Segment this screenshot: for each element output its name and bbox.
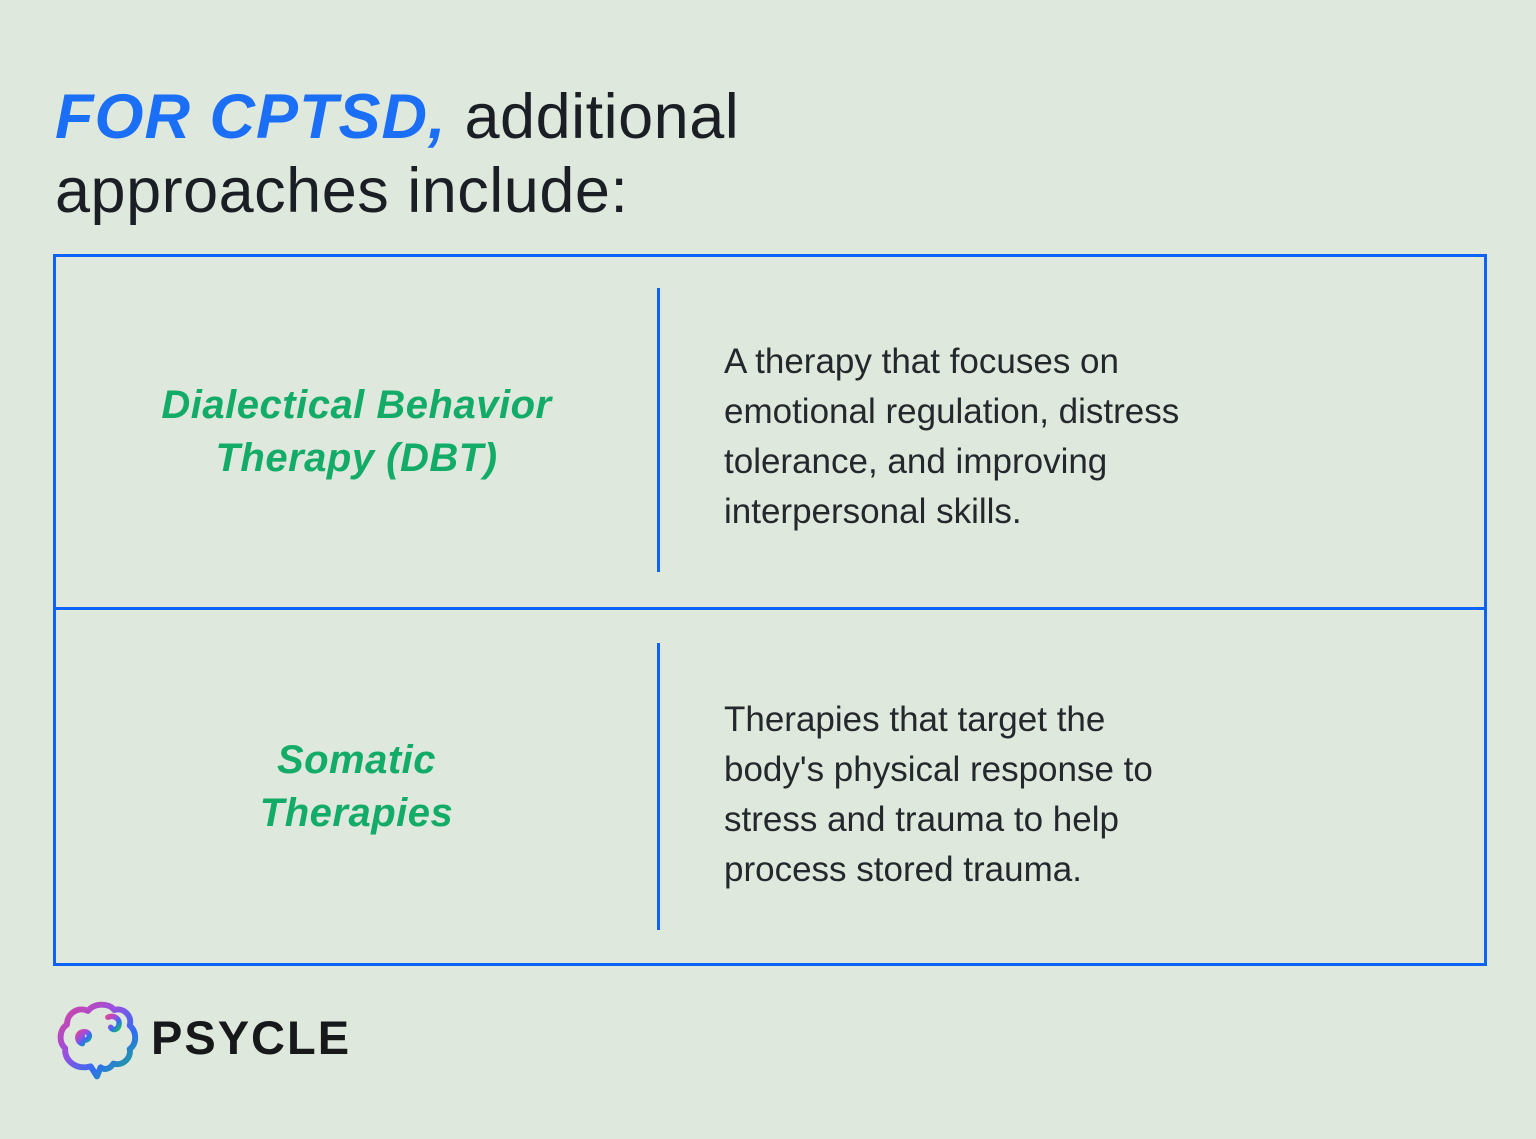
- table-row-dbt: Dialectical Behavior Therapy (DBT) A the…: [56, 257, 1484, 607]
- therapy-table: Dialectical Behavior Therapy (DBT) A the…: [53, 254, 1487, 966]
- title-line2: approaches include:: [55, 156, 629, 226]
- dbt-heading-cell: Dialectical Behavior Therapy (DBT): [56, 257, 657, 607]
- somatic-description-line: stress and trauma to help: [724, 799, 1119, 839]
- dbt-heading-line-1: Dialectical Behavior: [161, 383, 552, 427]
- column-divider: [657, 288, 660, 572]
- page-title: FOR CPTSD, additional approaches include…: [55, 80, 739, 228]
- brand-name: PSYCLE: [151, 1010, 352, 1064]
- title-accent: FOR CPTSD,: [55, 82, 447, 152]
- row-divider: [56, 607, 1484, 610]
- dbt-description-line: emotional regulation, distress: [724, 392, 1180, 431]
- dbt-heading-line-2: Therapy (DBT): [215, 436, 498, 480]
- somatic-heading-line-2: Therapies: [259, 790, 454, 835]
- table-row-somatic: Somatic Therapies Therapies that target …: [56, 610, 1484, 963]
- brand-footer: PSYCLE: [55, 1000, 351, 1080]
- dbt-description-cell: A therapy that focuses on emotional regu…: [657, 257, 1484, 607]
- somatic-heading-cell: Somatic Therapies: [56, 610, 657, 963]
- dbt-description-line: tolerance, and improving: [724, 442, 1108, 481]
- dbt-description-line: A therapy that focuses on: [724, 342, 1119, 381]
- somatic-heading-line-1: Somatic: [276, 737, 437, 782]
- brain-logo-icon: [57, 1001, 139, 1080]
- somatic-description-cell: Therapies that target the body's physica…: [657, 610, 1484, 963]
- somatic-description-line: Therapies that target the: [724, 699, 1106, 739]
- title-rest-line1: additional: [446, 82, 740, 152]
- somatic-description-line: process stored trauma.: [724, 849, 1082, 889]
- somatic-description-line: body's physical response to: [724, 749, 1153, 789]
- column-divider: [657, 643, 660, 930]
- dbt-description-line: interpersonal skills.: [724, 492, 1022, 531]
